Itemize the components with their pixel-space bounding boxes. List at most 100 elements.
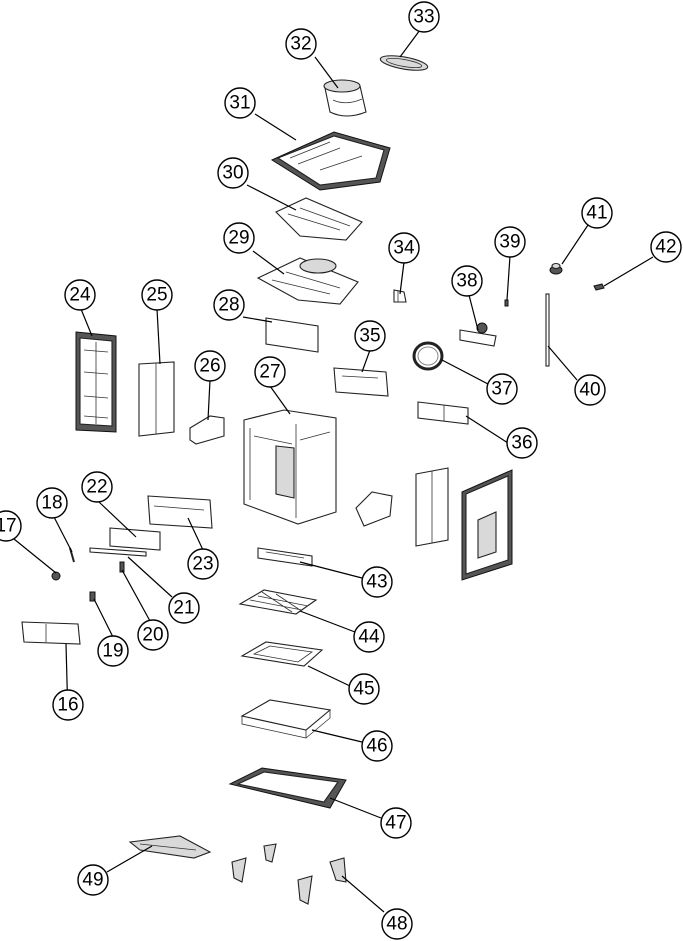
callout-29: 29 bbox=[223, 222, 255, 254]
callout-label: 25 bbox=[146, 285, 167, 306]
part-47-base-plate bbox=[228, 767, 347, 809]
callout-23: 23 bbox=[187, 548, 219, 580]
callout-label: 28 bbox=[218, 295, 239, 316]
part-37-gasket-ring bbox=[412, 341, 444, 371]
part-44-grate bbox=[238, 589, 318, 615]
callout-label: 16 bbox=[57, 695, 78, 716]
part-32-flue-collar bbox=[323, 79, 367, 117]
part-right-door-panel bbox=[461, 469, 513, 581]
callout-34: 34 bbox=[388, 232, 420, 264]
part-36-baffle-bar bbox=[417, 401, 469, 425]
part-33-cover-plate bbox=[379, 55, 429, 71]
callout-label: 40 bbox=[579, 380, 600, 401]
part-19-screw bbox=[89, 591, 96, 602]
part-45-ash-frame bbox=[240, 641, 324, 667]
callout-28: 28 bbox=[213, 289, 245, 321]
callout-24: 24 bbox=[64, 279, 96, 311]
part-43-grate-support bbox=[257, 547, 313, 567]
callout-17: 17 bbox=[0, 510, 22, 542]
part-48-legs bbox=[231, 843, 347, 905]
callout-label: 19 bbox=[102, 641, 123, 662]
callout-18: 18 bbox=[36, 487, 68, 519]
callout-37: 37 bbox=[486, 373, 518, 405]
part-30-baffle-plate bbox=[275, 197, 363, 241]
part-28-deflector bbox=[265, 317, 319, 353]
callout-label: 37 bbox=[491, 379, 512, 400]
callout-31: 31 bbox=[224, 87, 256, 119]
callout-26: 26 bbox=[194, 350, 226, 382]
callout-44: 44 bbox=[353, 621, 385, 653]
part-right-firebrick-small bbox=[355, 491, 393, 527]
part-41-knob bbox=[549, 262, 563, 275]
callout-label: 48 bbox=[386, 914, 407, 935]
callout-label: 43 bbox=[366, 572, 387, 593]
callout-label: 18 bbox=[41, 493, 62, 514]
callout-label: 23 bbox=[192, 554, 213, 575]
callout-48: 48 bbox=[381, 908, 413, 940]
callout-label: 38 bbox=[456, 271, 477, 292]
callout-49: 49 bbox=[77, 864, 109, 896]
part-29-flue-outlet-plate bbox=[256, 257, 359, 305]
callout-46: 46 bbox=[361, 730, 393, 762]
callout-36: 36 bbox=[506, 427, 538, 459]
callout-label: 24 bbox=[69, 285, 91, 306]
part-27-firebox bbox=[243, 409, 337, 525]
callout-label: 29 bbox=[228, 228, 249, 249]
part-34-pin bbox=[393, 289, 407, 303]
callout-label: 27 bbox=[259, 362, 280, 383]
part-16-ash-pan-front bbox=[21, 621, 81, 645]
callout-label: 26 bbox=[199, 356, 220, 377]
callout-19: 19 bbox=[97, 635, 129, 667]
callout-42: 42 bbox=[650, 231, 682, 263]
parts-layer bbox=[21, 55, 605, 905]
callout-27: 27 bbox=[254, 356, 286, 388]
part-23-manifold bbox=[147, 495, 213, 529]
part-38-bracket bbox=[459, 322, 497, 347]
callout-35: 35 bbox=[354, 320, 386, 352]
part-49-front-trim bbox=[128, 835, 212, 859]
callout-label: 36 bbox=[511, 433, 532, 454]
part-21-rod bbox=[89, 547, 147, 557]
callout-label: 20 bbox=[142, 625, 163, 646]
part-46-ash-pan bbox=[240, 699, 332, 739]
callout-40: 40 bbox=[574, 374, 606, 406]
callout-38: 38 bbox=[451, 265, 483, 297]
callout-22: 22 bbox=[81, 471, 113, 503]
callout-20: 20 bbox=[137, 619, 169, 651]
callout-label: 17 bbox=[0, 516, 17, 537]
part-24-side-panel bbox=[75, 331, 117, 433]
callout-41: 41 bbox=[581, 197, 613, 229]
part-17-knob bbox=[51, 571, 61, 581]
part-35-air-slide bbox=[333, 367, 389, 397]
callout-label: 30 bbox=[222, 163, 243, 184]
part-right-firebricks bbox=[415, 467, 449, 547]
callout-label: 44 bbox=[358, 627, 380, 648]
part-31-top-plate bbox=[270, 131, 391, 191]
callout-label: 49 bbox=[82, 870, 103, 891]
part-22-ash-lip bbox=[109, 527, 161, 551]
callout-16: 16 bbox=[52, 689, 84, 721]
callout-33: 33 bbox=[408, 1, 440, 33]
callout-label: 22 bbox=[86, 477, 107, 498]
part-42-clip bbox=[593, 283, 605, 291]
callout-45: 45 bbox=[348, 673, 380, 705]
callout-label: 32 bbox=[290, 34, 311, 55]
part-20-screw bbox=[119, 561, 125, 573]
callout-39: 39 bbox=[494, 226, 526, 258]
callout-label: 33 bbox=[413, 7, 434, 28]
callout-label: 45 bbox=[353, 679, 374, 700]
callout-label: 46 bbox=[366, 736, 387, 757]
callout-47: 47 bbox=[380, 807, 412, 839]
part-26-firebrick bbox=[189, 415, 225, 445]
callout-label: 41 bbox=[586, 203, 607, 224]
callout-label: 47 bbox=[385, 813, 406, 834]
callout-label: 31 bbox=[229, 93, 250, 114]
callout-21: 21 bbox=[168, 592, 200, 624]
callout-label: 21 bbox=[173, 598, 194, 619]
callout-43: 43 bbox=[361, 566, 393, 598]
leader-lines bbox=[13, 29, 654, 913]
callout-label: 34 bbox=[393, 238, 415, 259]
callout-30: 30 bbox=[217, 157, 249, 189]
